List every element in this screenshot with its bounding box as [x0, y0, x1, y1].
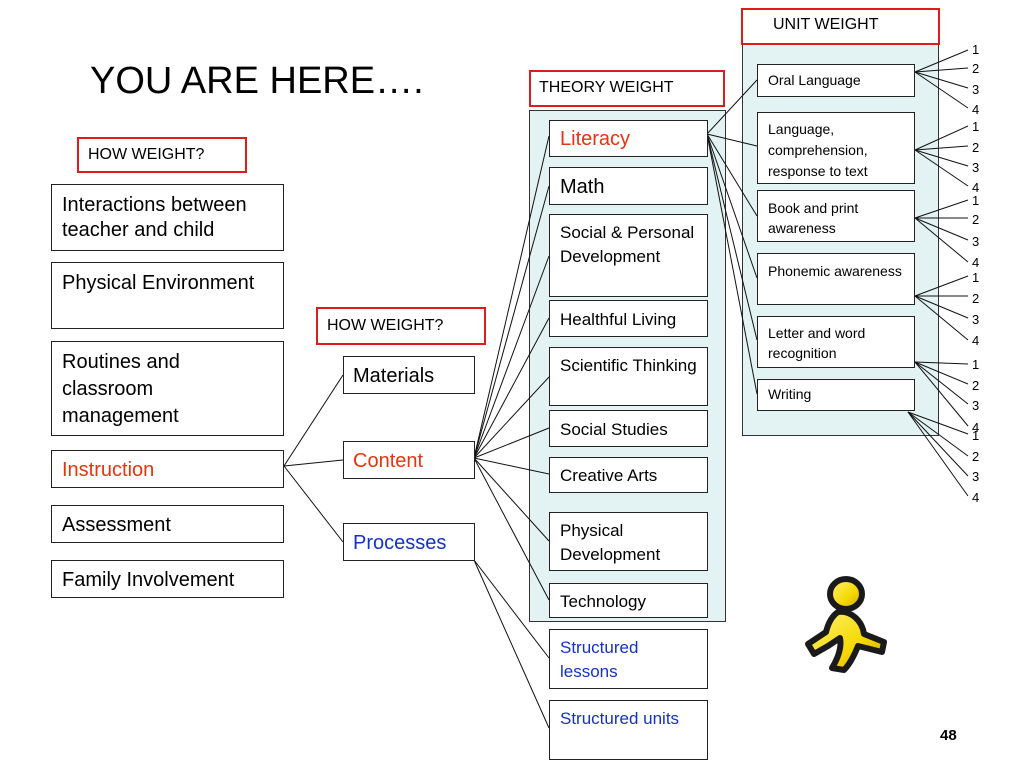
dimension-family-involvement: Family Involvement	[51, 560, 284, 598]
rating-letter-3: 3	[972, 398, 980, 413]
dimension-assessment: Assessment	[51, 505, 284, 543]
content-social-studies: Social Studies	[549, 410, 708, 447]
rating-phonemic-1: 1	[972, 270, 980, 285]
how-weight-label-instruction: HOW WEIGHT?	[316, 307, 486, 345]
content-literacy: Literacy	[549, 120, 708, 157]
rating-writing-4: 4	[972, 490, 980, 505]
content-social-personal: Social & Personal Development	[549, 214, 708, 297]
content-healthful-living: Healthful Living	[549, 300, 708, 337]
rating-letter-1: 1	[972, 357, 980, 372]
process-structured-lessons: Structured lessons	[549, 629, 708, 689]
content-math: Math	[549, 167, 708, 205]
unit-letter-word: Letter and word recognition	[757, 316, 915, 368]
dimension-physical-environment: Physical Environment	[51, 262, 284, 329]
dimension-instruction: Instruction	[51, 450, 284, 488]
rating-book-4: 4	[972, 255, 980, 270]
page-number: 48	[940, 727, 957, 744]
rating-language-4: 4	[972, 180, 980, 195]
rating-writing-3: 3	[972, 469, 980, 484]
dimension-routines: Routines and classroom management	[51, 341, 284, 436]
rating-oral-4: 4	[972, 102, 980, 117]
how-weight-label-dimensions: HOW WEIGHT?	[77, 137, 247, 173]
instruction-materials: Materials	[343, 356, 475, 394]
rating-oral-3: 3	[972, 82, 980, 97]
rating-letter-4: 4	[972, 420, 980, 435]
unit-book-print: Book and print awareness	[757, 190, 915, 242]
slide-title: YOU ARE HERE….	[90, 60, 424, 102]
content-creative-arts: Creative Arts	[549, 457, 708, 493]
rating-letter-2: 2	[972, 378, 980, 393]
content-technology: Technology	[549, 583, 708, 618]
rating-writing-2: 2	[972, 449, 980, 464]
rating-book-3: 3	[972, 234, 980, 249]
unit-language-comprehension: Language, comprehension, response to tex…	[757, 112, 915, 184]
rating-phonemic-2: 2	[972, 291, 980, 306]
rating-phonemic-4: 4	[972, 333, 980, 348]
rating-phonemic-3: 3	[972, 312, 980, 327]
rating-oral-1: 1	[972, 42, 980, 57]
rating-language-3: 3	[972, 160, 980, 175]
instruction-content: Content	[343, 441, 475, 479]
unit-writing: Writing	[757, 379, 915, 411]
process-structured-units: Structured units	[549, 700, 708, 760]
rating-language-2: 2	[972, 140, 980, 155]
theory-weight-label: THEORY WEIGHT	[529, 70, 725, 107]
rating-book-1: 1	[972, 193, 980, 208]
instruction-processes: Processes	[343, 523, 475, 561]
content-scientific-thinking: Scientific Thinking	[549, 347, 708, 406]
running-person-icon	[805, 576, 887, 673]
dimension-interactions: Interactions between teacher and child	[51, 184, 284, 251]
unit-phonemic-awareness: Phonemic awareness	[757, 253, 915, 305]
rating-writing-1: 1	[972, 428, 980, 443]
unit-weight-label: UNIT WEIGHT	[741, 8, 940, 45]
unit-oral-language: Oral Language	[757, 64, 915, 97]
rating-book-2: 2	[972, 212, 980, 227]
rating-oral-2: 2	[972, 61, 980, 76]
rating-language-1: 1	[972, 119, 980, 134]
content-physical-development: Physical Development	[549, 512, 708, 571]
